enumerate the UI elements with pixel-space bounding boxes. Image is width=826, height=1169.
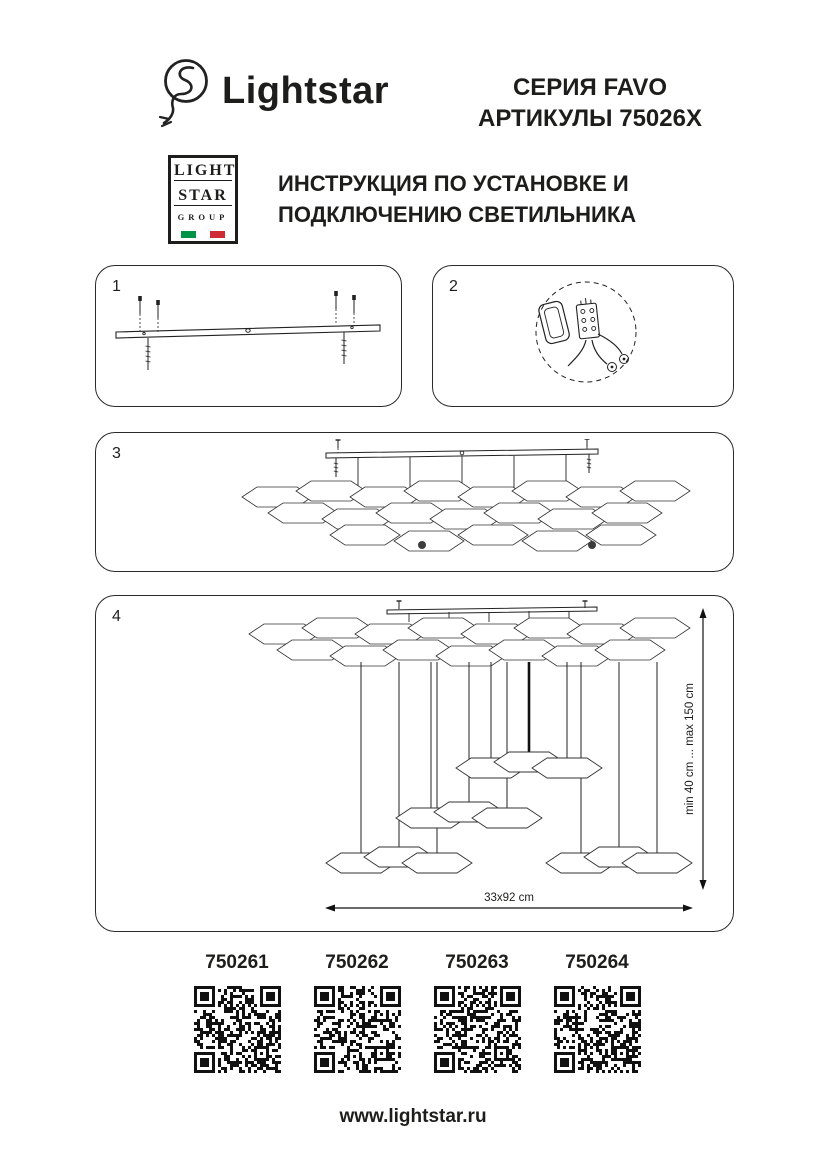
qr-code xyxy=(193,986,281,1073)
header-series-block: СЕРИЯ FAVO АРТИКУЛЫ 75026X xyxy=(438,72,742,134)
qr-code-row: 750261 750262 750263 750264 xyxy=(193,952,641,1073)
instruction-title-line-1: ИНСТРУКЦИЯ ПО УСТАНОВКЕ И xyxy=(278,171,629,196)
dimension-label-horizontal: 33x92 cm xyxy=(484,892,534,904)
lightstar-group-badge: LIGHT STAR GROUP xyxy=(168,155,238,244)
qr-code xyxy=(553,986,641,1073)
footer-url: www.lightstar.ru xyxy=(339,1106,487,1127)
step-panel-2: 2 xyxy=(432,265,734,407)
qr-item: 750264 xyxy=(553,952,641,1073)
step-number-1: 1 xyxy=(112,278,121,295)
step-panel-1: 1 xyxy=(95,265,402,407)
qr-label: 750264 xyxy=(565,952,629,973)
badge-line-2: STAR xyxy=(174,187,232,206)
suspension-height-diagram: min 40 cm ... max 150 cm 33x92 cm xyxy=(248,600,707,912)
qr-code xyxy=(313,986,401,1073)
badge-line-1: LIGHT xyxy=(174,162,237,181)
step-panel-4: 4 xyxy=(95,595,734,932)
badge-line-3: GROUP xyxy=(177,212,229,223)
step-number-3: 3 xyxy=(112,445,121,462)
dimension-label-vertical: min 40 cm ... max 150 cm xyxy=(684,683,696,815)
qr-label: 750262 xyxy=(325,952,389,973)
instruction-title-line-2: ПОДКЛЮЧЕНИЮ СВЕТИЛЬНИКА xyxy=(278,202,637,227)
qr-item: 750262 xyxy=(313,952,401,1073)
step-number-2: 2 xyxy=(449,278,458,295)
qr-label: 750261 xyxy=(205,952,269,973)
qr-item: 750263 xyxy=(433,952,521,1073)
qr-label: 750263 xyxy=(445,952,509,973)
mounting-bar-diagram xyxy=(115,291,381,370)
step-panel-3: 3 xyxy=(95,432,734,572)
qr-item: 750261 xyxy=(193,952,281,1073)
articles-title: АРТИКУЛЫ 75026X xyxy=(478,105,702,132)
wiring-connection-diagram xyxy=(535,281,637,383)
qr-code xyxy=(433,986,521,1073)
brand-text: Lightstar xyxy=(222,70,390,112)
italy-flag-icon xyxy=(181,230,226,238)
step-number-4: 4 xyxy=(112,608,121,625)
lightstar-bulb-icon xyxy=(158,59,208,128)
header-logo: Lightstar xyxy=(158,56,389,136)
frame-assembly-diagram xyxy=(241,439,691,552)
series-title: СЕРИЯ FAVO xyxy=(512,74,668,101)
instruction-title: ИНСТРУКЦИЯ ПО УСТАНОВКЕ И ПОДКЛЮЧЕНИЮ СВ… xyxy=(278,168,636,230)
footer: www.lightstar.ru xyxy=(0,1106,826,1128)
